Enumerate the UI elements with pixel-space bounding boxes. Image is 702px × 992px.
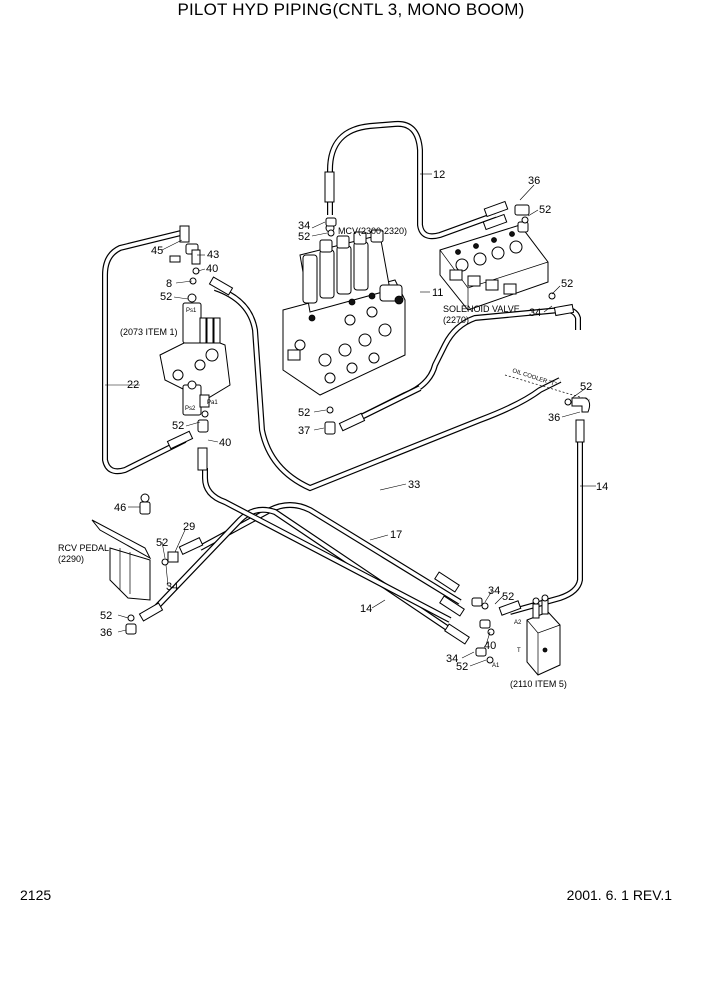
callout-52: 52	[100, 610, 112, 622]
shuttle-block-2110: A2 T A1	[492, 594, 561, 676]
callout-11: 11	[432, 287, 443, 299]
hose-22	[102, 229, 187, 475]
fittings-top-left	[169, 243, 209, 433]
rcv-pedal-caption: RCV PEDAL	[58, 543, 109, 553]
hose-12	[327, 120, 497, 240]
solenoid-valve	[439, 204, 556, 311]
port-pa1-label: Pa1	[207, 400, 218, 406]
callout-37: 37	[298, 425, 310, 437]
port-t-label: T	[517, 648, 521, 654]
callout-52: 52	[156, 537, 168, 549]
leader-lines	[105, 173, 596, 667]
callout-52: 52	[580, 381, 592, 393]
hose-fittings	[138, 171, 585, 645]
revision-date: 2001. 6. 1 REV.1	[566, 887, 672, 903]
hose-11	[213, 285, 562, 492]
callout-29: 29	[183, 521, 195, 533]
callout-40: 40	[206, 263, 218, 275]
rcv-pedal-caption-ref: (2290)	[58, 554, 84, 564]
callout-17: 17	[390, 529, 402, 541]
hose-40-lower	[202, 468, 452, 623]
callout-52: 52	[539, 204, 551, 216]
callout-45: 45	[151, 245, 163, 257]
callout-8: 8	[166, 278, 172, 290]
valve-2073-caption: (2073 ITEM 1)	[120, 327, 178, 337]
callout-40: 40	[219, 437, 231, 449]
callout-33: 33	[408, 479, 420, 491]
callout-40: 40	[484, 640, 496, 652]
callout-22: 22	[127, 379, 139, 391]
callout-46: 46	[114, 502, 126, 514]
port-a2-label: A2	[514, 620, 522, 626]
callout-34: 34	[488, 585, 500, 597]
callout-36: 36	[100, 627, 112, 639]
port-ps2-label: Ps2	[185, 406, 196, 412]
fittings-oil-cooler	[504, 374, 591, 413]
callout-52: 52	[160, 291, 172, 303]
callout-34: 34	[446, 653, 458, 665]
hose-14-lower	[147, 506, 467, 643]
fittings-lower-right	[471, 597, 495, 664]
solenoid-valve-caption-ref: (2270)	[443, 315, 469, 325]
callout-14: 14	[360, 603, 372, 615]
page-title: PILOT HYD PIPING(CNTL 3, MONO BOOM)	[177, 0, 525, 19]
left-valve-2073: Ps1 Ps2 Pa1	[159, 293, 231, 416]
callout-52: 52	[502, 591, 514, 603]
port-ps1-label: Ps1	[186, 308, 197, 314]
callout-34: 34	[166, 581, 178, 593]
shuttle-block-caption: (2110 ITEM 5)	[510, 679, 567, 689]
callout-52: 52	[172, 420, 184, 432]
callout-52: 52	[298, 407, 310, 419]
callout-52: 52	[561, 278, 573, 290]
callout-52: 52	[298, 231, 310, 243]
oil-cooler-caption: OIL COOLER "T"	[511, 368, 557, 388]
callout-36: 36	[528, 175, 540, 187]
callout-34: 34	[298, 220, 310, 232]
mcv-valve-block	[282, 223, 406, 396]
page-number: 2125	[20, 887, 52, 903]
callout-52: 52	[456, 661, 468, 673]
hose-14-right	[509, 440, 583, 615]
callout-14: 14	[596, 481, 608, 493]
callout-43: 43	[207, 249, 219, 261]
rcv-pedal	[91, 493, 179, 635]
callout-12: 12	[433, 169, 445, 181]
solenoid-valve-caption: SOLENOID VALVE	[443, 304, 520, 314]
mcv-caption: MCV(2300-2320)	[338, 226, 407, 236]
fittings-mcv-bottom	[324, 217, 337, 435]
callout-36: 36	[548, 412, 560, 424]
port-a1-label: A1	[492, 663, 500, 669]
callout-34: 34	[529, 307, 541, 319]
